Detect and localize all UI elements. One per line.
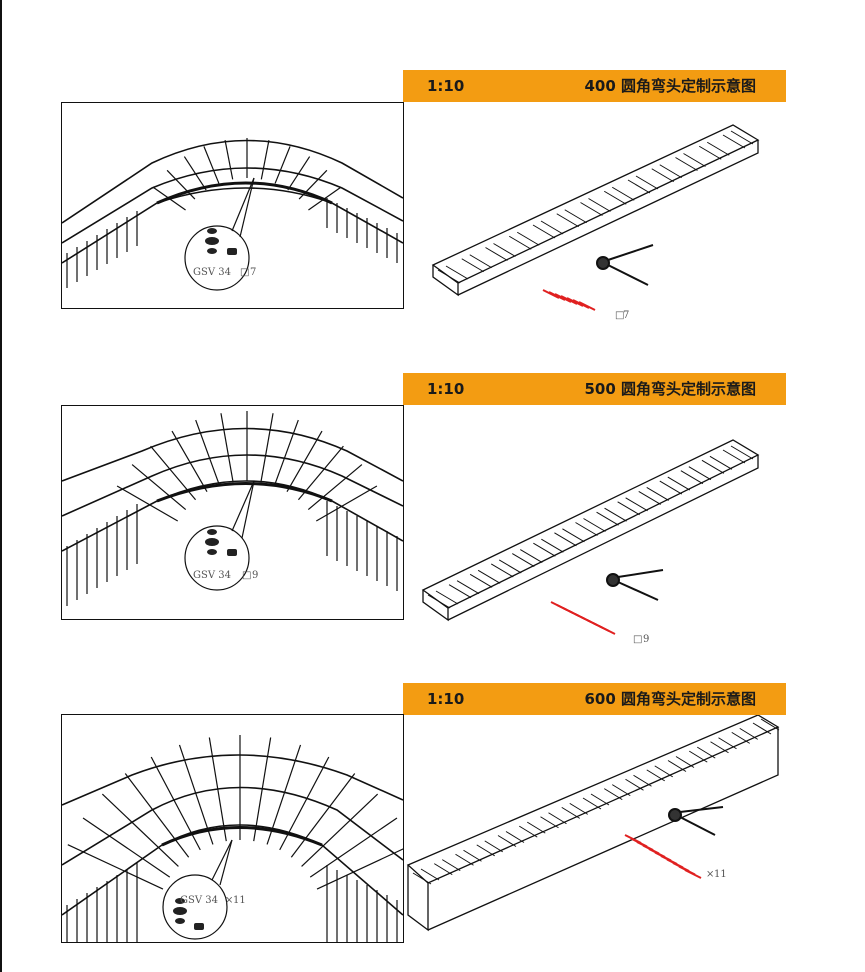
clip-set-icon [550,601,616,635]
scale-label: 1:10 [427,380,465,398]
cable-cutter-icon [668,806,724,836]
cable-cutter-icon [606,569,664,601]
drawing-title: 400 圆角弯头定制示意图 [584,77,756,95]
clip-set-icon [624,834,702,879]
qty-label: 7 [250,267,256,278]
qty-symbol: □ [615,310,624,321]
qty-symbol: □ [240,267,249,278]
drawing-title: 600 圆角弯头定制示意图 [584,690,756,708]
page-left-border [0,0,2,972]
section-header: 1:10 500 圆角弯头定制示意图 [403,373,786,405]
isometric-tray-view: □ 9 [403,430,786,650]
cable-cutter-icon [596,244,654,286]
qty-symbol: × [225,895,233,906]
section-header: 1:10 400 圆角弯头定制示意图 [403,70,786,102]
clip-set-icon [542,289,596,311]
qty-label: 11 [233,895,246,906]
section-400: 1:10 400 圆角弯头定制示意图 GSV [0,0,865,321]
elbow-detail-drawing: GSV 34 × 11 [61,714,404,943]
part-code-label: GSV 34 [193,267,231,278]
bolt-assembly-icon [173,898,204,930]
section-header: 1:10 600 圆角弯头定制示意图 [403,683,786,715]
qty-label: 11 [714,869,727,880]
qty-symbol: □ [242,570,251,581]
detail-callout: GSV 34 □ 9 [184,480,258,591]
detail-callout: GSV 34 × 11 [162,839,246,940]
qty-label: 7 [623,310,629,321]
elbow-detail-drawing: GSV 34 □ 7 [61,102,404,309]
bolt-assembly-icon [205,529,237,556]
qty-label: 9 [643,634,649,645]
detail-callout: GSV 34 □ 7 [184,177,256,291]
scale-label: 1:10 [427,690,465,708]
part-code-label: GSV 34 [180,895,218,906]
section-600: 1:10 600 圆角弯头定制示意图 GSV [0,0,865,943]
qty-symbol: × [706,869,714,880]
isometric-tray-view: × 11 [403,715,786,940]
part-code-label: GSV 34 [193,570,231,581]
scale-label: 1:10 [427,77,465,95]
qty-label: 9 [252,570,258,581]
bolt-assembly-icon [205,228,237,255]
isometric-tray-view: □ 7 [403,105,786,325]
elbow-detail-drawing: GSV 34 □ 9 [61,405,404,620]
section-500: 1:10 500 圆角弯头定制示意图 GSV [0,0,865,645]
drawing-title: 500 圆角弯头定制示意图 [584,380,756,398]
qty-symbol: □ [633,634,642,645]
